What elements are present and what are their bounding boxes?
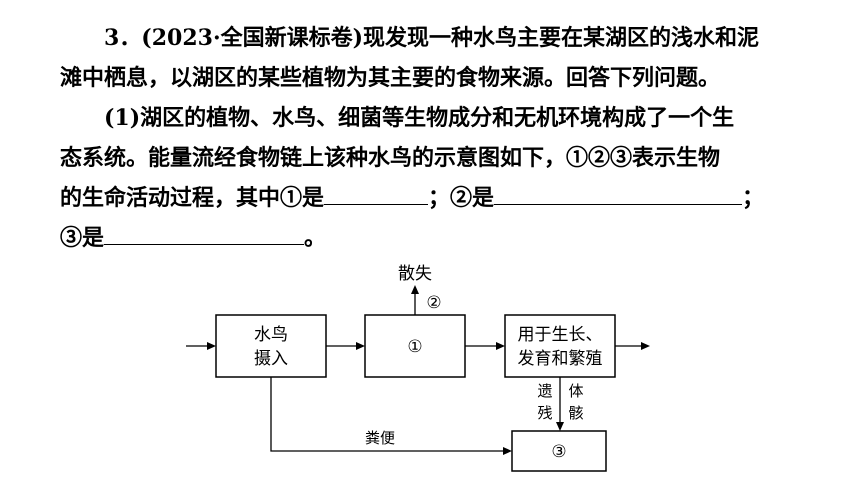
box-1-label: ① xyxy=(407,337,422,357)
subquestion-line-1: (1)湖区的植物、水鸟、细菌等生物成分和无机环境构成了一个生 xyxy=(104,105,735,131)
subquestion-line-4: ③是 。 xyxy=(60,218,840,258)
question-line-1: 3．(2023·全国新课标卷)现发现一种水鸟主要在某湖区的浅水和泥 xyxy=(104,25,760,51)
arrow-intake-to-1-head xyxy=(356,342,365,350)
prompt-2: ；②是 xyxy=(428,185,495,211)
box-intake-line-2: 摄入 xyxy=(254,349,288,369)
box-3-label: ③ xyxy=(551,442,566,462)
arrow-output-head xyxy=(641,342,650,350)
answer-blank-3[interactable] xyxy=(104,218,305,245)
label-remains-2: 残 xyxy=(537,404,552,422)
question-text: 3．(2023·全国新课标卷)现发现一种水鸟主要在某湖区的浅水和泥 滩中栖息，以… xyxy=(60,18,840,258)
answer-blank-1[interactable] xyxy=(324,178,429,205)
label-remains-3: 体 xyxy=(568,382,583,400)
arrow-input-head xyxy=(207,342,216,350)
box-growth-line-2: 发育和繁殖 xyxy=(518,349,603,369)
label-feces: 粪便 xyxy=(365,429,395,447)
subquestion-line-2: 态系统。能量流经食物链上该种水鸟的示意图如下，①②③表示生物 xyxy=(60,145,721,171)
arrow-remains-head xyxy=(556,422,564,431)
label-dissipate: 散失 xyxy=(398,264,432,284)
answer-blank-2[interactable] xyxy=(494,178,743,205)
prompt-2-end: ； xyxy=(742,185,765,211)
prompt-3: ③是 xyxy=(60,225,105,251)
box-intake-line-1: 水鸟 xyxy=(254,325,288,345)
arrow-feces-head xyxy=(503,447,512,455)
prompt-1: 的生命活动过程，其中①是 xyxy=(60,185,325,211)
arrow-feces xyxy=(270,377,504,452)
arrow-dissipate-head xyxy=(411,285,419,294)
label-2: ② xyxy=(426,293,441,313)
label-remains-4: 骸 xyxy=(568,404,583,422)
question-line-2: 滩中栖息，以湖区的某些植物为其主要的食物来源。回答下列问题。 xyxy=(60,65,721,91)
prompt-3-end: 。 xyxy=(304,225,327,251)
subquestion-line-3: 的生命活动过程，其中①是 ；②是 ； xyxy=(60,178,840,218)
label-remains-1: 遗 xyxy=(537,382,552,400)
box-growth-line-1: 用于生长、 xyxy=(518,325,603,345)
arrow-1-to-growth-head xyxy=(496,342,505,350)
